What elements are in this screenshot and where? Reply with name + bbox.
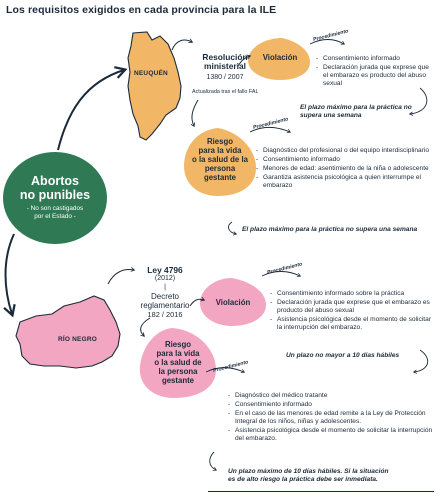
list-item: En el caso de las menores de edad remite… [228, 410, 434, 426]
arrow-to-neuquen [57, 66, 128, 151]
rionegro-violation-blob [200, 278, 266, 326]
center-subtitle-line2: por el Estado - [34, 213, 76, 220]
list-item: Asistencia psicológica desde el momento … [228, 427, 434, 443]
bottom-divider [208, 491, 434, 492]
arrow-nq-risk-proc [249, 127, 292, 133]
center-title-line2: no punibles [19, 188, 91, 202]
neuquen-risk-line: para la vida [198, 146, 242, 155]
neuquen-violation-list: Consentimiento informado Declaración jur… [316, 55, 434, 89]
rionegro-violation-list: Consentimiento informado sobre la prácti… [270, 290, 434, 333]
center-label: Abortos no punibles - No son castigados … [3, 174, 107, 221]
list-item: Menores de edad: asentimiento de la niña… [256, 165, 434, 173]
list-item: Declaración jurada que exprese que el em… [270, 299, 434, 315]
arrow-rn-viol-deadline [412, 349, 429, 374]
rionegro-risk-deadline: Un plazo máximo de 10 días hábiles. Si l… [228, 468, 438, 485]
arrow-nq-risk-deadline [228, 221, 238, 236]
rionegro-province-label: RÍO NEGRO [58, 336, 97, 343]
arrow-rn-risk [140, 317, 151, 337]
rionegro-risk-line: para la vida [156, 349, 200, 358]
neuquen-map [127, 31, 182, 141]
neuquen-law: Resolución ministerial 1380 / 2007 [190, 52, 260, 82]
list-item: Consentimiento informado [228, 401, 434, 409]
arrow-nq-risk [190, 99, 199, 128]
arrow-nq-viol-deadline [408, 87, 428, 116]
arrow-rn-risk-proc [205, 367, 246, 373]
list-item: Consentimiento informado [316, 55, 434, 63]
rionegro-law-year: (2012) [154, 275, 176, 283]
neuquen-risk-label: Riesgo para la vida o la salud de la per… [186, 137, 254, 182]
list-item: Diagnóstico del profesional o del equipo… [256, 147, 434, 155]
neuquen-risk-line: o la salud de la [192, 155, 248, 164]
rionegro-law: Ley 4796 (2012) | Decreto reglamentario … [132, 265, 198, 319]
page-title: Los requisitos exigidos en cada provinci… [6, 4, 277, 16]
rionegro-law-line2: Decreto [150, 291, 179, 301]
list-item: Asistencia psicológica desde el momento … [270, 316, 434, 332]
neuquen-law-line2: ministerial [204, 61, 246, 72]
arrow-rn-violation [189, 296, 206, 307]
list-item: Declaración jurada que exprese que el em… [316, 64, 434, 88]
list-item: Garantiza asistencia psicológica a quien… [256, 174, 434, 190]
list-item: Diagnóstico del médico tratante [228, 392, 434, 400]
neuquen-risk-blob [184, 128, 256, 196]
neuquen-risk-line: persona [204, 164, 236, 173]
rionegro-violation-deadline: Un plazo no mayor a 10 días hábiles [286, 352, 400, 359]
neuquen-risk-line: Riesgo [207, 137, 233, 146]
neuquen-risk-line: gestante [203, 173, 237, 182]
arrow-rn-law [107, 267, 136, 285]
center-title-line1: Abortos [31, 174, 79, 188]
rionegro-risk-blob [139, 328, 216, 398]
center-subtitle-line1: - No son castigados [26, 205, 84, 212]
list-item: Consentimiento informado sobre la prácti… [270, 290, 434, 298]
rionegro-law-sep: | [164, 283, 166, 291]
rionegro-risk-deadline-line2: es de alto riesgo la práctica debe ser i… [228, 476, 378, 484]
rionegro-risk-deadline-line1: Un plazo máximo de 10 días hábiles. Si l… [228, 468, 389, 475]
neuquen-law-number: 1380 / 2007 [206, 73, 244, 81]
neuquen-province-label: NEUQUÉN [134, 70, 168, 77]
rionegro-risk-line: la persona [158, 367, 198, 376]
rionegro-risk-line: gestante [161, 376, 195, 385]
arrow-nq-violation [237, 54, 252, 67]
neuquen-law-line1: Resolución [202, 52, 248, 62]
rionegro-violation-label: Violación [215, 298, 251, 307]
neuquen-risk-list: Diagnóstico del profesional o del equipo… [256, 147, 434, 191]
arrow-nq-viol-proc [309, 39, 346, 45]
arrow-nq-law [171, 38, 194, 51]
rionegro-risk-list: Diagnóstico del médico tratante Consenti… [228, 392, 434, 444]
rionegro-law-number: 182 / 2016 [147, 309, 183, 319]
rionegro-law-line1: Ley 4796 [147, 265, 183, 275]
neuquen-violation-blob [248, 38, 310, 80]
arrow-rn-risk-deadline [209, 451, 218, 471]
rionegro-risk-line: Riesgo [165, 340, 191, 349]
center-circle [3, 152, 107, 244]
rionegro-risk-line: o la salud de [154, 358, 202, 367]
neuquen-risk-deadline: El plazo máximo para la práctica no supe… [242, 226, 418, 233]
list-item: Consentimiento informado [256, 156, 434, 164]
arrow-rn-viol-proc [261, 271, 302, 277]
neuquen-violation-label: Violación [262, 53, 298, 62]
neuquen-law-note: Actualizada tras el fallo FAL [192, 89, 259, 95]
arrow-to-rionegro [3, 233, 16, 318]
rionegro-risk-label: Riesgo para la vida o la salud de la per… [142, 340, 214, 385]
neuquen-violation-deadline: El plazo máximo para la práctica no supe… [300, 104, 412, 120]
rionegro-law-line3: reglamentario [140, 300, 190, 310]
rionegro-map [15, 295, 121, 369]
